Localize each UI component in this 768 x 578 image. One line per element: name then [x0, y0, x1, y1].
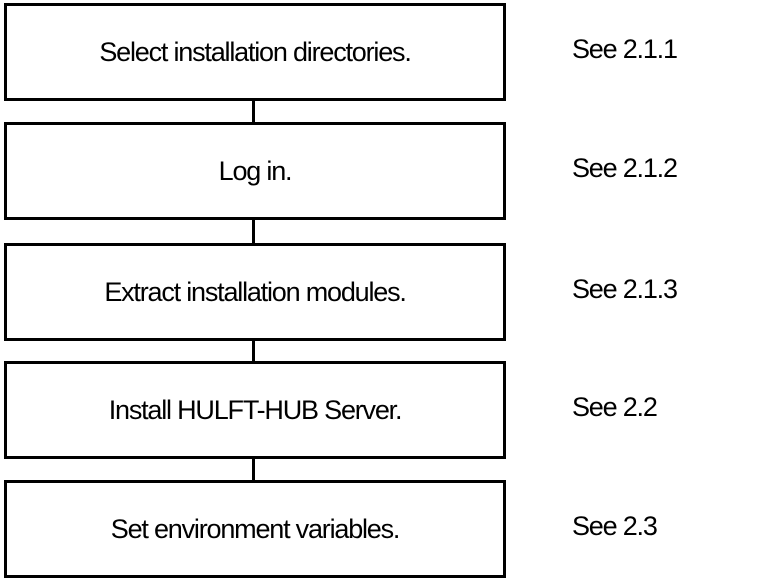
- step-box-log-in: Log in.: [4, 122, 506, 220]
- step-reference: See 2.1.3: [572, 274, 678, 304]
- step-label: Select installation directories.: [99, 36, 411, 67]
- step-label: Extract installation modules.: [104, 276, 407, 307]
- step-reference: See 2.1.1: [572, 34, 678, 64]
- step-reference: See 2.1.2: [572, 153, 678, 183]
- step-label: Log in.: [218, 155, 293, 186]
- step-reference: See 2.3: [572, 511, 658, 541]
- step-label: Set environment variables.: [110, 513, 401, 544]
- step-box-install-server: Install HULFT-HUB Server.: [4, 361, 506, 459]
- step-box-set-environment: Set environment variables.: [4, 480, 506, 578]
- step-reference: See 2.2: [572, 392, 658, 422]
- step-box-extract-modules: Extract installation modules.: [4, 243, 506, 341]
- step-label: Install HULFT-HUB Server.: [108, 394, 403, 425]
- flow-connector: [252, 341, 255, 361]
- flow-connector: [252, 459, 255, 480]
- step-box-select-directories: Select installation directories.: [4, 3, 506, 101]
- flow-connector: [252, 101, 255, 122]
- flow-connector: [252, 220, 255, 243]
